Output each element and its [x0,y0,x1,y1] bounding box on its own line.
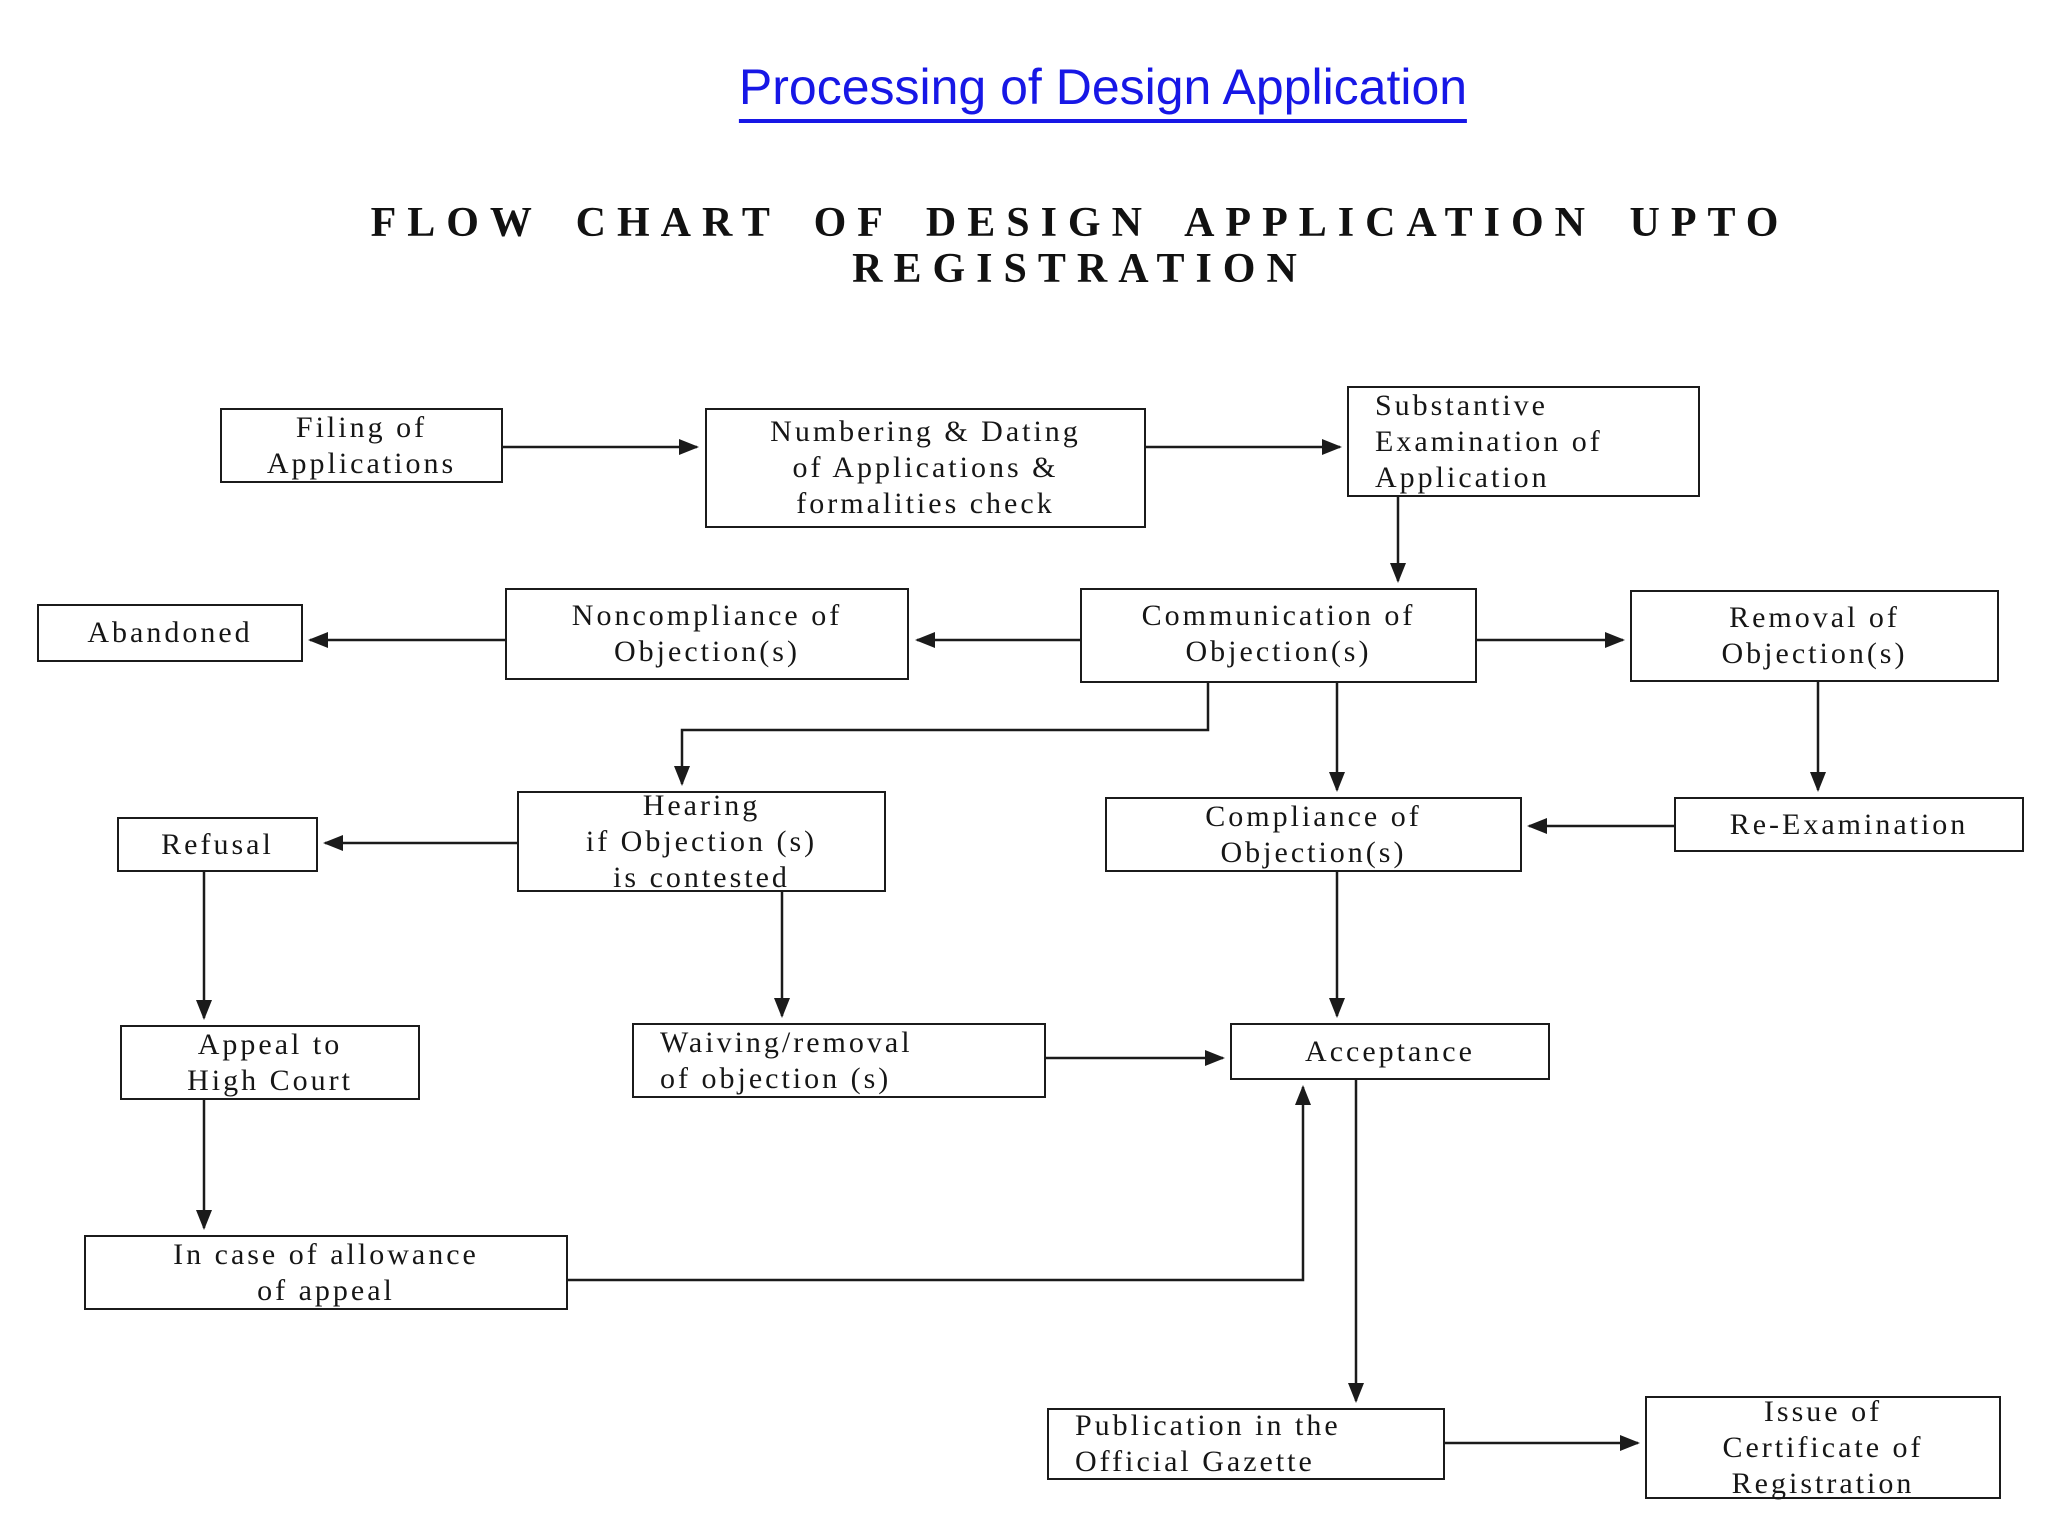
node-appeal-to-high-court: Appeal to High Court [120,1025,420,1100]
node-hearing-if-contested: Hearing if Objection (s) is contested [517,789,886,894]
node-allowance-of-appeal: In case of allowance of appeal [84,1235,568,1310]
node-compliance-of-objections: Compliance of Objection(s) [1105,797,1522,872]
node-publication-official-gazette: Publication in the Official Gazette [1047,1408,1445,1480]
page-title-link[interactable]: Processing of Design Application [738,58,1468,123]
flowchart-heading: FLOW CHART OF DESIGN APPLICATION UPTO RE… [230,200,1930,292]
node-re-examination: Re-Examination [1674,797,2024,852]
node-abandoned: Abandoned [37,604,303,662]
node-removal-of-objections: Removal of Objection(s) [1630,590,1999,682]
node-filing-of-applications: Filing of Applications [220,408,503,483]
node-communication-of-objections: Communication of Objection(s) [1080,588,1477,683]
node-substantive-examination: Substantive Examination of Application [1347,386,1700,497]
arrow-allowance-to-acceptance [568,1085,1311,1282]
node-noncompliance-of-objections: Noncompliance of Objection(s) [505,588,909,680]
arrow-communication-to-hearing [674,683,1210,786]
flowchart-heading-line2: REGISTRATION [852,246,1308,293]
node-waiving-removal-of-objections: Waiving/removal of objection (s) [632,1023,1046,1098]
node-refusal: Refusal [117,817,318,872]
node-acceptance: Acceptance [1230,1023,1550,1080]
flowchart-heading-line1: FLOW CHART OF DESIGN APPLICATION UPTO [370,200,1790,246]
node-issue-certificate-registration: Issue of Certificate of Registration [1645,1395,2001,1500]
node-numbering-dating-formalities: Numbering & Dating of Applications & for… [705,408,1146,528]
